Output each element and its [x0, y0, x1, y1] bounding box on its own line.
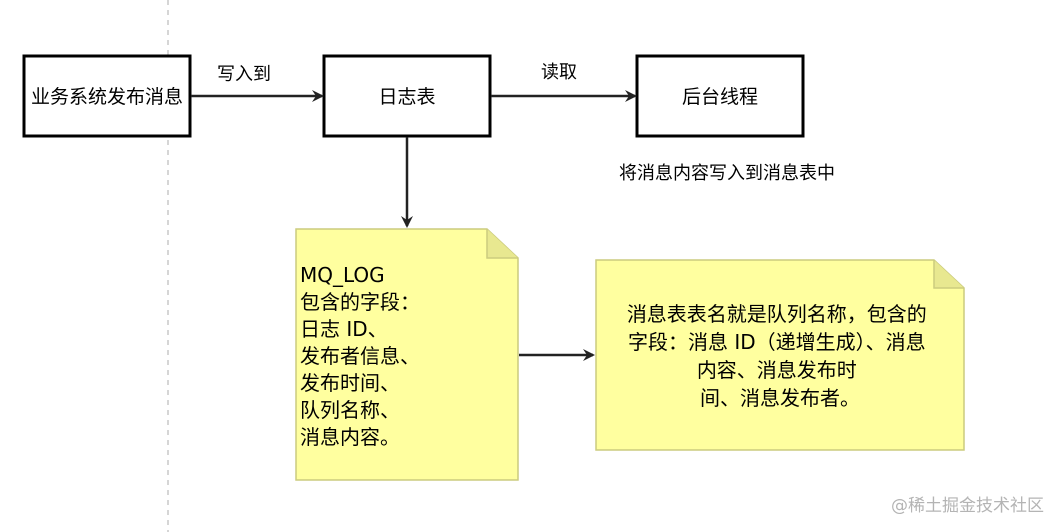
worker-annotation: 将消息内容写入到消息表中 — [619, 163, 835, 184]
node-worker-label: 后台线程 — [682, 86, 758, 108]
note-message-table-text: 消息表表名就是队列名称，包含的 字段：消息 ID（递增生成）、消息 内容、消息发… — [627, 302, 933, 410]
note-mq-log-line: 日志 ID、 — [300, 317, 388, 341]
note-mq-log-line: 队列名称、 — [300, 398, 400, 422]
note-message-table-line: 间、消息发布者。 — [700, 386, 860, 410]
watermark: @稀土掘金技术社区 — [891, 496, 1044, 516]
node-worker[interactable]: 后台线程 — [635, 54, 805, 138]
node-log-table-label: 日志表 — [378, 86, 435, 108]
note-mq-log[interactable]: MQ_LOG 包含的字段： 日志 ID、 发布者信息、 发布时间、 队列名称、 … — [295, 228, 519, 481]
note-mq-log-text: MQ_LOG 包含的字段： 日志 ID、 发布者信息、 发布时间、 队列名称、 … — [300, 263, 426, 449]
node-log-table[interactable]: 日志表 — [322, 54, 492, 138]
node-publisher[interactable]: 业务系统发布消息 — [22, 54, 192, 138]
note-message-table-line: 字段：消息 ID（递增生成）、消息 — [628, 330, 926, 354]
edge-read-label: 读取 — [541, 62, 577, 83]
note-mq-log-line: MQ_LOG — [300, 263, 385, 287]
note-message-table-line: 消息表表名就是队列名称，包含的 — [627, 302, 927, 326]
edge-publish-label: 写入到 — [217, 64, 271, 85]
note-mq-log-line: 发布时间、 — [300, 371, 400, 395]
node-publisher-label: 业务系统发布消息 — [31, 86, 183, 108]
note-mq-log-line: 包含的字段： — [300, 290, 420, 314]
note-message-table[interactable]: 消息表表名就是队列名称，包含的 字段：消息 ID（递增生成）、消息 内容、消息发… — [595, 259, 965, 451]
note-message-table-line: 内容、消息发布时 — [697, 358, 857, 382]
note-mq-log-line: 消息内容。 — [300, 425, 400, 449]
note-mq-log-line: 发布者信息、 — [300, 344, 420, 368]
